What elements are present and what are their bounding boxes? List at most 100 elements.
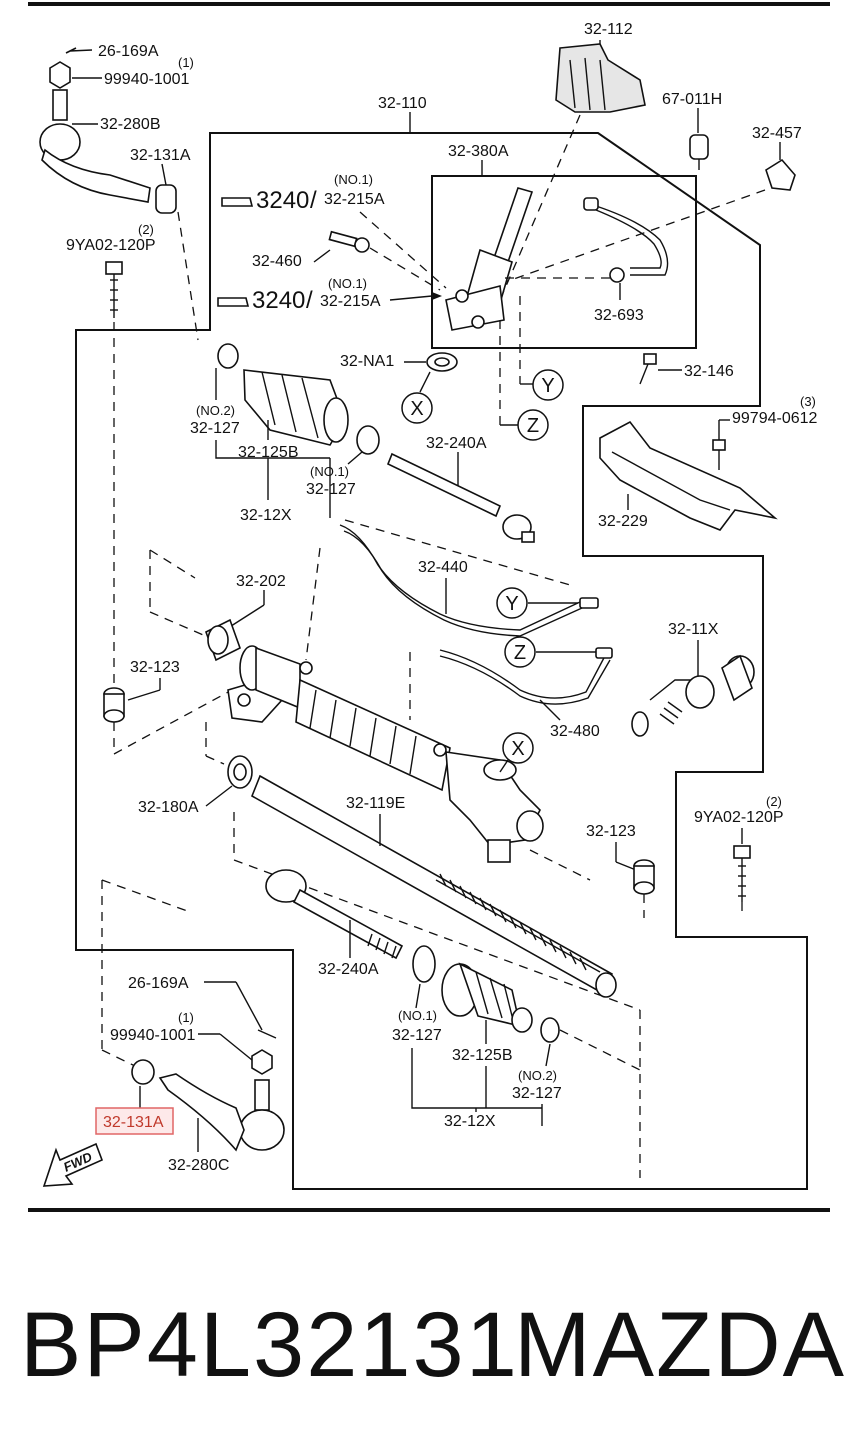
label-32-240A-lower: 32-240A [318,961,379,978]
tie-rod-end-lower [158,1073,285,1152]
nut-32-131A-lower [131,1059,155,1085]
ref-circle-y-lower: Y [496,587,528,619]
label-qty3: (3) [800,394,816,409]
pipe-32-480 [439,647,613,705]
label-32-380A: 32-380A [448,143,509,160]
label-32-146: 32-146 [684,363,734,380]
label-32-131A-highlighted: 32-131A [103,1114,164,1131]
ref-circle-x-lower: X [502,732,534,764]
bushing-32-202 [205,618,241,662]
castle-nut-lower [251,1049,273,1075]
tie-rod-end-upper [39,47,177,214]
label-32-202: 32-202 [236,573,286,590]
brand-name: MAZDA [514,1294,846,1396]
ref-circle-y-upper: Y [532,369,564,401]
clamp-no1-upper [356,425,380,455]
svg-text:Z: Z [527,415,539,437]
label-3240-2: 3240 [252,287,305,314]
label-32-229: 32-229 [598,513,648,530]
hand-pointer-icon-1 [221,197,254,207]
label-no1-lower: (NO.1) [398,1008,437,1023]
part-number: BP4L32131 [20,1294,519,1396]
label-32-280B: 32-280B [100,116,161,133]
label-32-12X-lower: 32-12X [444,1113,496,1130]
label-32-457: 32-457 [752,125,802,142]
label-32-215A-2: 32-215A [320,293,381,310]
svg-text:Y: Y [541,375,554,397]
label-slash-1: / [310,187,317,214]
label-qty1-lower: (1) [178,1010,194,1025]
label-32-12X-upper: 32-12X [240,507,292,524]
clamp-32-457 [765,158,796,191]
label-67-011H: 67-011H [662,91,722,108]
hand-pointer-icon-2 [217,297,250,307]
label-99940-1001-top: 99940-1001 [104,71,190,88]
label-slash-2: / [306,287,313,314]
label-qty2-top: (2) [138,222,154,237]
bolt-32-146 [639,353,657,385]
label-32-480: 32-480 [550,723,600,740]
clamp-no2-lower [540,1017,560,1043]
label-9YA02-120P-top: 9YA02-120P [66,237,156,254]
clip-67-011H [689,134,709,170]
clamp-no2-upper [217,343,239,369]
seal-32-NA1 [426,352,458,372]
fwd-arrow-icon: FWD [42,1142,104,1187]
label-32-460: 32-460 [252,253,302,270]
boot-32-125B-lower [441,962,533,1033]
pipe-32-440 [339,524,599,637]
svg-text:Z: Z [514,642,526,664]
label-32-180A: 32-180A [138,799,199,816]
bolt-9YA02-top [105,261,123,318]
label-32-110: 32-110 [378,95,427,112]
label-26-169A-lower: 26-169A [128,975,189,992]
inner-tie-rod-lower [265,869,404,960]
footer: BP4L32131 MAZDA [0,1290,864,1410]
label-3240-1: 3240 [256,187,309,214]
label-26-169A-top: 26-169A [98,43,159,60]
ref-circle-z-upper: Z [517,409,549,441]
label-32-127-lower-a: 32-127 [392,1027,442,1044]
grommet-32-123-lower [633,859,655,895]
dust-boot-32-112 [555,43,646,113]
label-32-123-upper: 32-123 [130,659,180,676]
svg-text:X: X [410,398,423,420]
inner-tie-rod-upper [386,452,535,543]
cotter-pin [257,1029,277,1039]
label-32-131A-top: 32-131A [130,147,191,164]
bracket-32-229 [599,420,778,531]
bolt-32-460 [328,230,370,253]
highlight-32-131A: 32-131A [95,1107,174,1135]
clamp-no1-lower [412,945,436,983]
label-32-127-lower-b: 32-127 [512,1085,562,1102]
label-no2-lower: (NO.2) [518,1068,557,1083]
label-32-NA1: 32-NA1 [340,353,394,370]
label-32-11X: 32-11X [668,621,719,638]
label-32-127-upper-a: 32-127 [190,420,240,437]
label-qty1-top: (1) [178,55,194,70]
label-32-693: 32-693 [594,307,644,324]
valve-subassembly-box [431,175,697,349]
seal-32-180A [227,755,253,789]
label-32-280C: 32-280C [168,1157,229,1174]
valve-kit-32-11X [631,654,755,737]
label-no1-2: (NO.1) [328,276,367,291]
label-32-215A-1: 32-215A [324,191,385,208]
label-no1-1: (NO.1) [334,172,373,187]
main-assembly-outline [75,132,808,1190]
label-99794-0612: 99794-0612 [732,410,818,427]
ref-circle-z-lower: Z [504,636,536,668]
pipe-32-693 [583,197,669,283]
label-32-125B-upper: 32-125B [238,444,299,461]
label-qty2-lower: (2) [766,794,782,809]
svg-text:X: X [511,738,524,760]
grommet-32-123-upper [103,687,125,723]
rack-32-119E [250,774,617,998]
label-32-112: 32-112 [584,21,633,38]
valve-body-32-380A [445,187,534,331]
gear-housing-32-110 [227,645,544,863]
label-no2-upper: (NO.2) [196,403,235,418]
label-32-127-upper-b: 32-127 [306,481,356,498]
bolt-99794-0612 [712,439,726,470]
